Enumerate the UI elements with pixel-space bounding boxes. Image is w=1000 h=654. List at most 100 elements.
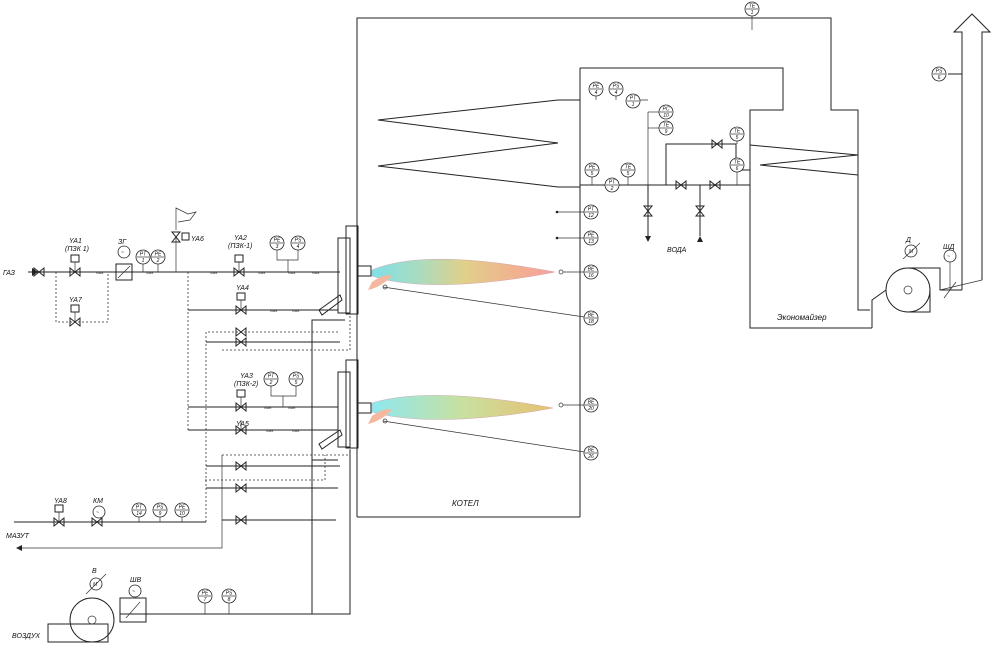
ya2-sublabel: (ПЗК-1) [228, 243, 252, 250]
instrument-te9: TE9 [658, 120, 674, 136]
water-valve-2[interactable] [709, 179, 721, 191]
valves[interactable] [33, 138, 723, 528]
gas-marker: GAS [292, 429, 300, 433]
gas-marker: GAS [146, 271, 154, 275]
gas-marker: GAS [312, 271, 320, 275]
instrument-number: 6 [736, 166, 739, 172]
instrument-number: 20 [587, 406, 594, 412]
boiler: КОТЕЛ Экономайзер [356, 17, 872, 518]
ya7-valve[interactable] [69, 304, 81, 328]
instrument-code: PS [295, 238, 302, 244]
oil-valve-2[interactable] [235, 336, 247, 348]
gas-regulator: ~ ЗГ [115, 239, 133, 281]
burner-2 [318, 359, 372, 450]
gas-marker: GAS [288, 271, 296, 275]
instrument-number: 26 [587, 454, 594, 460]
instrument-number: 1 [632, 102, 635, 108]
oil-valve-1[interactable] [235, 326, 247, 338]
instrument-code: TE [663, 123, 670, 129]
fuel-meter: ~ КМ [92, 498, 106, 519]
water-valve-1[interactable] [675, 179, 687, 191]
burner-1-flame [368, 259, 556, 290]
instrument-leaders [138, 16, 753, 614]
water-valve-5[interactable] [694, 205, 706, 217]
oil-valve-3[interactable] [235, 460, 247, 472]
water-valve-3[interactable] [711, 138, 723, 150]
fan-gate-label: ШВ [130, 577, 141, 584]
economizer-coil [749, 144, 859, 176]
instrument-code: PE [202, 591, 209, 597]
instrument-number: 13 [588, 239, 594, 245]
instrument-te_e6: TE6 [729, 157, 745, 173]
instrument-number: 4 [297, 244, 300, 250]
fan-label: В [92, 568, 97, 575]
ya6-label: YA6 [191, 236, 204, 243]
air-line: ВОЗДУХ M В ~ ШВ [12, 319, 351, 643]
ya8-label: YA8 [54, 498, 67, 505]
instrument-number: 2 [610, 186, 614, 192]
svg-text:~: ~ [947, 254, 950, 260]
instrument-number: 9 [665, 129, 668, 135]
gas-marker: GAS [264, 406, 272, 410]
instrument-code: TE [734, 129, 741, 135]
instrument-number: 7 [204, 597, 207, 603]
gas-pipe-markers: GAS GAS GAS GAS GAS GAS GAS GAS GAS GAS … [96, 271, 320, 433]
ya5-valve[interactable] [235, 420, 247, 436]
smoke-exhauster-label: Д [905, 237, 911, 244]
gas-marker: GAS [292, 309, 300, 313]
ya4-label: YA4 [236, 285, 249, 292]
instrument-code: BE [588, 400, 595, 406]
fan-motor: M [93, 582, 98, 588]
ya4-valve[interactable] [235, 292, 247, 316]
water-valve-4[interactable] [642, 205, 654, 217]
water-label: ВОДА [667, 247, 687, 254]
oil-valve-4[interactable] [235, 482, 247, 494]
instrument-code: PT [588, 207, 595, 213]
ya3-valve[interactable] [235, 389, 247, 413]
instrument-ps_b4: PS4 [608, 81, 624, 97]
instrument-pe3: PE3 [269, 235, 285, 251]
economizer-label: Экономайзер [777, 313, 827, 322]
instrument-code: PT [268, 374, 275, 380]
ya2-valve[interactable] [233, 254, 245, 278]
instrument-pt_b2: PT2 [604, 177, 620, 193]
oil-valve-5[interactable] [235, 514, 247, 526]
instrument-number: 6 [938, 75, 941, 81]
gas-valve-1[interactable] [33, 266, 45, 278]
ya8-valve[interactable] [53, 504, 65, 528]
ya2-label: YA2 [234, 235, 247, 242]
instrument-pe7: PE7 [197, 588, 213, 604]
instrument-number: 4 [615, 90, 618, 96]
chimney [948, 13, 992, 290]
instrument-code: BE [588, 267, 595, 273]
instrument-number: 5 [736, 135, 739, 141]
valve-labels: YA1 (ПЗК 1) YA7 YA6 YA2 (ПЗК-1) YA4 YA3 … [54, 235, 258, 505]
instrument-number: 12 [588, 213, 594, 219]
instrument-ps5: PS5 [288, 371, 304, 387]
instrument-pt1: PT1 [135, 249, 151, 265]
ya6-valve[interactable] [170, 231, 190, 243]
gas-label: ГАЗ [3, 270, 16, 277]
gas-line: ГАЗ [3, 207, 340, 431]
gas-marker: GAS [210, 271, 218, 275]
instrument-number: 2 [156, 258, 160, 264]
instrument-code: PE [589, 165, 596, 171]
instrument-number: 14 [136, 511, 142, 517]
air-label: ВОЗДУХ [12, 633, 40, 640]
instrument-code: PT [136, 505, 143, 511]
svg-text:~: ~ [96, 510, 99, 516]
instrument-number: 5 [295, 380, 298, 386]
instrument-code: PT [630, 96, 637, 102]
ya1-valve[interactable] [69, 254, 81, 278]
instrument-number: 1 [142, 258, 145, 264]
ya3-sublabel: (ПЗК-2) [234, 381, 258, 388]
instrument-code: BE [588, 448, 595, 454]
instrument-number: 16 [588, 273, 594, 279]
instrument-number: 2 [269, 380, 273, 386]
instrument-pe2: PE2 [150, 249, 166, 265]
oil-meter-valve[interactable] [91, 516, 103, 528]
